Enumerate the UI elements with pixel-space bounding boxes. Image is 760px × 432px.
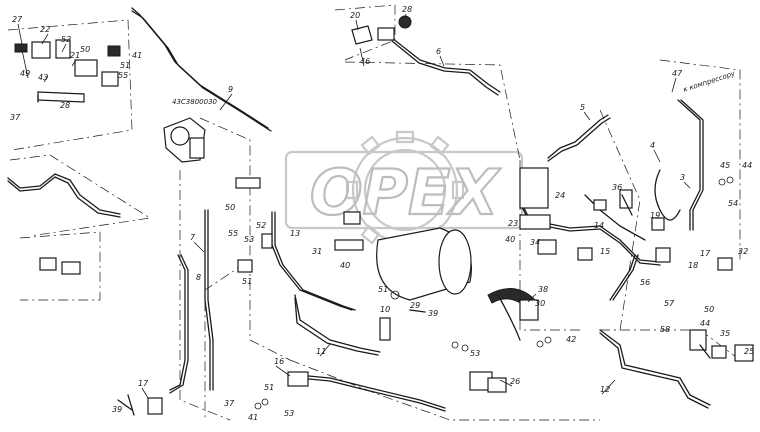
- callout-34: 34: [530, 238, 540, 247]
- callout-11: 11: [316, 347, 326, 356]
- callout-51d: 51: [264, 383, 274, 392]
- fitting-group-20: [351, 15, 412, 45]
- callout-25: 25: [744, 347, 754, 356]
- callout-30: 30: [535, 299, 545, 308]
- components: [14, 15, 754, 416]
- callout-39: 39: [428, 309, 438, 318]
- grouping-lines: [7, 4, 741, 421]
- top-left-valve: [14, 39, 121, 103]
- to-compressor-label: к компрессору: [682, 69, 737, 94]
- callout-5: 5: [580, 103, 585, 112]
- air-receiver: [376, 227, 536, 341]
- callout-31: 31: [312, 247, 322, 256]
- callout-19: 19: [650, 211, 660, 220]
- callout-37b: 37: [224, 399, 235, 408]
- leader-lines: [17, 13, 691, 399]
- callout-17b: 17: [700, 249, 711, 258]
- callout-50c: 50: [704, 305, 714, 314]
- callout-52b: 52: [256, 221, 266, 230]
- callout-55b: 55: [228, 229, 238, 238]
- callout-41b: 41: [248, 413, 258, 422]
- callout-12: 12: [600, 385, 610, 394]
- callout-43: 43: [38, 73, 48, 82]
- callout-39b: 39: [112, 405, 122, 414]
- callout-40b: 40: [340, 261, 350, 270]
- valve-code-label: 43С3800030: [172, 98, 218, 106]
- callout-50b: 50: [225, 203, 235, 212]
- callout-20: 20: [350, 11, 360, 20]
- brake-pipes: [7, 7, 711, 412]
- watermark-logo: OPEX: [284, 130, 524, 250]
- callout-38: 38: [538, 285, 548, 294]
- callout-10: 10: [380, 305, 390, 314]
- callout-22: 22: [40, 25, 50, 34]
- callout-17: 17: [138, 379, 149, 388]
- callout-14: 14: [594, 221, 604, 230]
- callout-36: 36: [612, 183, 622, 192]
- callout-50: 50: [80, 45, 90, 54]
- callout-26: 26: [510, 377, 520, 386]
- callout-13: 13: [290, 229, 300, 238]
- tee-fittings: [39, 167, 754, 415]
- callout-44b: 44: [700, 319, 710, 328]
- callout-labels: 27 22 52 21 43 49 50 41 55 51 28 37 9 20…: [10, 5, 754, 422]
- callout-53b: 53: [284, 409, 294, 418]
- callout-56: 56: [640, 278, 650, 287]
- callout-40: 40: [505, 235, 515, 244]
- callout-6: 6: [436, 47, 441, 56]
- callout-23: 23: [508, 219, 518, 228]
- callout-27: 27: [12, 15, 23, 24]
- callout-57: 57: [664, 299, 675, 308]
- callout-42: 42: [566, 335, 576, 344]
- callout-52: 52: [61, 35, 71, 44]
- callout-53c: 53: [470, 349, 480, 358]
- brake-valve: [163, 117, 206, 163]
- callout-24: 24: [555, 191, 565, 200]
- callout-15: 15: [600, 247, 610, 256]
- callout-32: 32: [738, 247, 748, 256]
- bolts: [37, 94, 734, 416]
- callout-47: 47: [672, 69, 683, 78]
- callout-45: 45: [720, 161, 730, 170]
- callout-18: 18: [688, 261, 698, 270]
- callout-51c: 51: [378, 285, 388, 294]
- callout-35: 35: [720, 329, 730, 338]
- callout-29: 29: [410, 301, 420, 310]
- callout-3: 3: [680, 173, 685, 182]
- callout-51: 51: [120, 61, 130, 70]
- watermark-text: OPEX: [310, 156, 501, 229]
- callout-28b: 28: [402, 5, 412, 14]
- callout-9: 9: [228, 85, 233, 94]
- callout-46: 46: [360, 57, 370, 66]
- callout-7: 7: [190, 233, 196, 242]
- callout-55: 55: [118, 71, 128, 80]
- callout-16: 16: [274, 357, 284, 366]
- callout-28: 28: [60, 101, 70, 110]
- callout-37: 37: [10, 113, 21, 122]
- callout-4: 4: [650, 141, 655, 150]
- callout-21: 21: [70, 51, 80, 60]
- callout-53: 53: [244, 235, 254, 244]
- callout-41: 41: [132, 51, 142, 60]
- callout-49: 49: [20, 69, 30, 78]
- callout-44: 44: [742, 161, 752, 170]
- callout-58: 58: [660, 325, 670, 334]
- callout-51b: 51: [242, 277, 252, 286]
- callout-8: 8: [196, 273, 201, 282]
- callout-54: 54: [728, 199, 738, 208]
